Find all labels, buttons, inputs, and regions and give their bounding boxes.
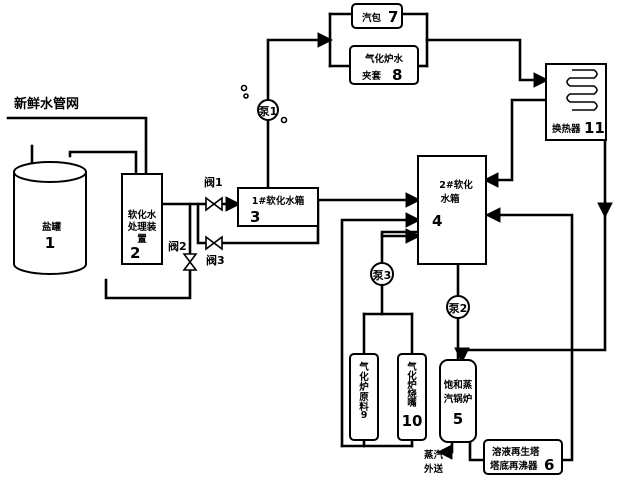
fresh-water-pipe xyxy=(6,116,154,190)
regen-return xyxy=(484,207,574,462)
saturated-steam-boiler: 饱和蒸 汽锅炉 5 xyxy=(439,359,477,443)
burner-label-char: 烧 xyxy=(407,388,417,400)
raw-box xyxy=(349,353,379,441)
pump-2-label: 泵2 xyxy=(449,302,468,315)
valve2-bypass xyxy=(104,268,192,300)
burner-label-char: 炉 xyxy=(407,379,417,391)
water-softener: 软化水 处理装 置 2 xyxy=(121,173,163,265)
boiler-line-2: 汽锅炉 xyxy=(444,393,473,405)
to-valve3 xyxy=(196,202,208,245)
jacket-line-2: 夹套 xyxy=(361,70,382,82)
tank1-name: 1#软化水箱 xyxy=(252,195,305,207)
regenerator-reboiler: 溶液再生塔 塔底再沸器 6 xyxy=(483,439,563,475)
tank2-number: 4 xyxy=(432,212,442,230)
pump-1[interactable]: 泵1 xyxy=(240,84,288,124)
raw-label-char: 原 xyxy=(359,392,369,403)
heat-exchanger: 换热器 11 xyxy=(545,63,607,141)
valve-1[interactable]: 阀1 xyxy=(204,175,223,212)
pump-3[interactable]: 泵3 xyxy=(370,262,394,286)
regen-number: 6 xyxy=(544,456,554,474)
exchanger-to-tank2 xyxy=(482,98,550,188)
pump-1-circle xyxy=(257,99,279,121)
valve-2-icon xyxy=(182,253,198,271)
burner-label-char: 嘴 xyxy=(407,397,417,409)
salt-tank: 盐罐 1 xyxy=(13,161,87,275)
exchanger-name: 换热器 xyxy=(552,123,581,135)
burner-box xyxy=(397,353,427,441)
valve-3[interactable]: 阀3 xyxy=(205,235,225,267)
salt-tank-name: 盐罐 xyxy=(42,221,62,233)
drum-number: 7 xyxy=(388,8,398,26)
regen-line-2: 塔底再沸器 xyxy=(490,460,538,472)
softener-line-2: 处理装 xyxy=(127,221,157,233)
pump-3-circle xyxy=(370,262,394,286)
gasifier-water-jacket: 气化炉水 夹套 8 xyxy=(349,45,419,85)
softener-box xyxy=(121,173,163,265)
jacket-line-1: 气化炉水 xyxy=(364,53,404,65)
fresh-water-label: 新鲜水管网 xyxy=(14,96,79,112)
regen-line-1: 溶液再生塔 xyxy=(492,446,540,458)
tank2-line-1: 2#软化 xyxy=(439,179,473,191)
drum-box xyxy=(351,3,403,29)
raw-label-char: 料 xyxy=(359,401,369,413)
tank1-box xyxy=(237,187,319,227)
pump-2-circle xyxy=(446,295,470,319)
softener-line-1: 软化水 xyxy=(128,209,157,221)
pump-1-bubble-c xyxy=(280,116,288,124)
pump-1-bubble-a xyxy=(240,84,248,92)
tank1-number: 3 xyxy=(250,208,260,226)
drum-name: 汽包 xyxy=(362,12,382,24)
raw-label-char: 气 xyxy=(358,361,369,373)
valve-2-label: 阀2 xyxy=(168,239,187,253)
raw-number: 9 xyxy=(361,410,368,421)
pump-3-label: 泵3 xyxy=(373,269,392,282)
raw-label-char: 炉 xyxy=(359,381,369,393)
burner-label-char: 化 xyxy=(407,370,417,382)
exchanger-number: 11 xyxy=(584,119,605,137)
steam-drum: 汽包 7 xyxy=(351,3,403,29)
gasifier-return xyxy=(340,212,422,448)
salt-tank-body xyxy=(13,172,87,275)
boiler-line-1: 饱和蒸 xyxy=(444,379,473,391)
brine-pipe xyxy=(68,150,138,178)
softener-number: 2 xyxy=(130,244,140,262)
boiler-box xyxy=(439,359,477,443)
raw-label-char: 化 xyxy=(359,371,369,383)
boiler-to-regen xyxy=(468,440,486,462)
tank2-line-2: 水箱 xyxy=(440,193,460,205)
steam-export xyxy=(436,440,454,460)
pump-2[interactable]: 泵2 xyxy=(446,295,470,319)
boiler-number: 5 xyxy=(453,410,463,428)
jacket-box xyxy=(349,45,419,85)
valve-2[interactable]: 阀2 xyxy=(168,239,198,271)
jacket-number: 8 xyxy=(392,66,402,84)
salt-tank-top xyxy=(13,161,87,183)
valve-3-icon xyxy=(205,235,223,251)
pump-1-label: 泵1 xyxy=(259,105,278,118)
salt-tank-number: 1 xyxy=(45,234,55,252)
valve-1-label: 阀1 xyxy=(204,175,223,189)
pump-1-bubble-b xyxy=(243,93,249,99)
softened-water-tank-1: 1#软化水箱 3 xyxy=(237,187,319,227)
softener-line-3: 置 xyxy=(137,233,147,245)
exchanger-to-boiler xyxy=(454,213,607,364)
tank2-box xyxy=(417,155,487,265)
exchanger-coil xyxy=(566,69,598,111)
valve-3-label: 阀3 xyxy=(206,253,225,267)
valve-1-icon xyxy=(205,196,223,212)
regen-box xyxy=(483,439,563,475)
pipelines xyxy=(6,12,613,462)
burner-number: 10 xyxy=(402,412,423,430)
steam-out-line-1: 蒸汽 xyxy=(424,449,444,461)
to-exchanger xyxy=(425,38,550,88)
steam-out-line-2: 外送 xyxy=(423,463,444,475)
softened-water-tank-2: 2#软化 水箱 4 xyxy=(417,155,487,265)
burner-label-char: 气 xyxy=(406,361,417,373)
pump1-to-drum xyxy=(266,32,334,102)
